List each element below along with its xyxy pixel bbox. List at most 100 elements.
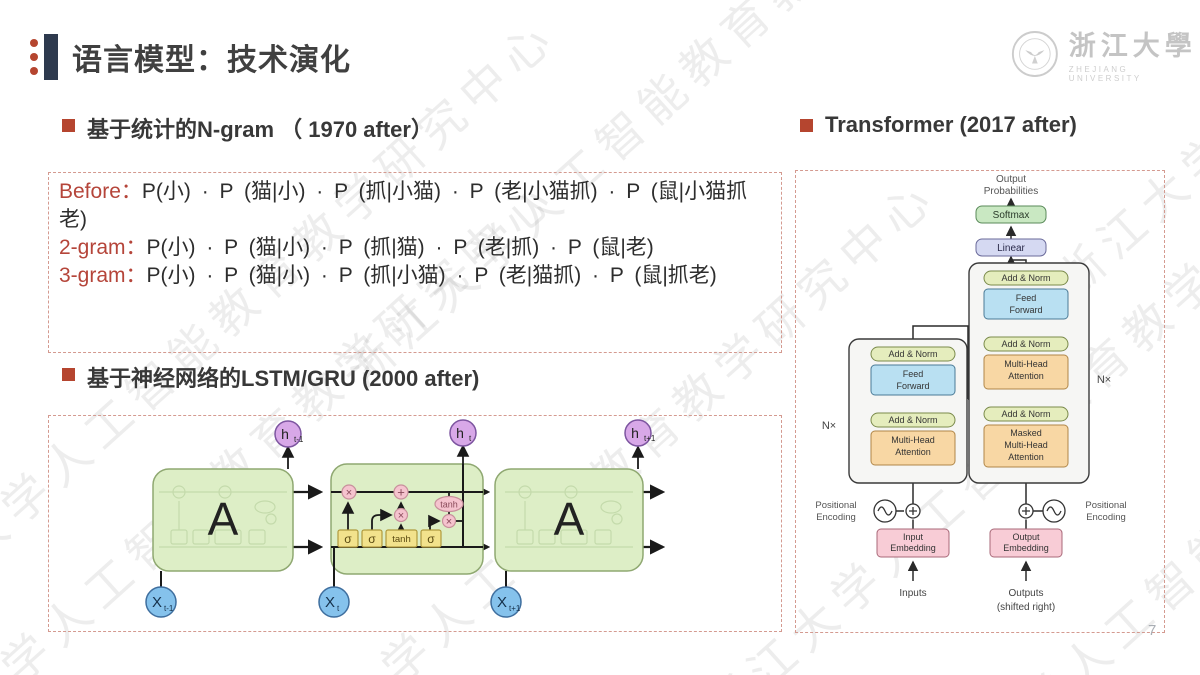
university-name: 浙江大學 ZHEJIANG UNIVERSITY xyxy=(1069,24,1200,83)
sine-plus-glyphs xyxy=(877,506,1062,516)
multi-head-attention-label: Multi-Head xyxy=(891,435,935,445)
add-norm-box xyxy=(983,336,1069,352)
h-sub: t-1 xyxy=(294,435,304,444)
lstm-flow-arrows xyxy=(293,484,666,555)
feed-forward-label: Forward xyxy=(1009,305,1042,315)
op-multiply: × xyxy=(398,510,404,522)
op-tanh: tanh xyxy=(440,500,458,510)
lstm-pointwise-ops xyxy=(341,484,464,529)
add-norm-label: Add & Norm xyxy=(888,415,937,425)
feed-forward-label: Feed xyxy=(903,369,924,379)
op-multiply: × xyxy=(446,516,452,528)
multi-head-attention-label: Multi-Head xyxy=(1004,359,1048,369)
linear-label: Linear xyxy=(997,243,1025,254)
add-norm-label: Add & Norm xyxy=(1001,339,1050,349)
inputs-label: Inputs xyxy=(899,588,926,599)
university-seal-icon xyxy=(1011,30,1058,77)
input-embedding-label: Input xyxy=(903,532,924,542)
h-sub: t xyxy=(469,434,472,443)
x-sub: t xyxy=(337,604,340,613)
ngram-row: 3-gram：P(小) · P (猫|小) · P (抓|小猫) · P (老|… xyxy=(59,262,771,290)
ngram-row-label: 2-gram： xyxy=(59,236,147,259)
x-label: X xyxy=(497,594,507,611)
masked-multi-head-attention-box xyxy=(983,424,1069,468)
lstm-diagram: A A xyxy=(145,419,666,618)
feed-forward-label: Feed xyxy=(1016,293,1037,303)
n-times-label: N× xyxy=(822,420,836,432)
x-sub: t-1 xyxy=(164,604,174,613)
ngram-formula-box: Before：P(小) · P (猫|小) · P (抓|小猫) · P (老|… xyxy=(48,172,782,353)
output-probabilities-label: Probabilities xyxy=(984,186,1038,197)
linear-box xyxy=(975,238,1047,257)
op-add: + xyxy=(397,485,405,500)
positional-encoding-label: Positional xyxy=(815,500,856,511)
lstm-gates xyxy=(337,529,442,548)
gate-tanh: tanh xyxy=(392,534,411,545)
ngram-row: Before：P(小) · P (猫|小) · P (抓|小猫) · P (老|… xyxy=(59,178,771,234)
title-decoration xyxy=(30,34,58,80)
bullet-square-icon xyxy=(62,119,75,132)
masked-mha-label: Attention xyxy=(1008,452,1044,462)
transformer-diagram: Output Probabilities Softmax Linear Add … xyxy=(815,174,1126,613)
h-label: h xyxy=(631,425,639,441)
ngram-row-label: Before： xyxy=(59,180,142,203)
lstm-cell-label: A xyxy=(554,493,585,545)
multi-head-attention-label: Attention xyxy=(1008,371,1044,381)
section-heading-lstm: 基于神经网络的LSTM/GRU (2000 after) xyxy=(62,361,479,393)
x-label: X xyxy=(152,594,162,611)
masked-mha-label: Masked xyxy=(1010,428,1042,438)
ngram-row-formula: P(小) · P (猫|小) · P (抓|猫) · P (老|抓) · P (… xyxy=(146,236,654,259)
output-embedding-label: Embedding xyxy=(1003,543,1049,553)
op-multiply: × xyxy=(346,487,352,499)
gate-sigma: σ xyxy=(344,532,352,546)
section-heading-ngram: 基于统计的N-gram （ 1970 after） xyxy=(62,112,433,144)
lstm-diagram-box: A A xyxy=(48,415,782,632)
add-norm-box xyxy=(870,412,956,428)
add-norm-label: Add & Norm xyxy=(1001,273,1050,283)
ngram-row-formula: P(小) · P (猫|小) · P (抓|小猫) · P (老|小猫抓) · … xyxy=(59,180,748,231)
softmax-box xyxy=(975,205,1047,224)
ngram-row-formula: P(小) · P (猫|小) · P (抓|小猫) · P (老|猫抓) · P… xyxy=(146,264,717,287)
multi-head-attention-label: Attention xyxy=(895,447,931,457)
gate-sigma: σ xyxy=(368,532,376,546)
page-title: 语言模型：技术演化 xyxy=(72,44,351,77)
university-name-en: ZHEJIANG UNIVERSITY xyxy=(1068,65,1142,83)
lstm-cell-label: A xyxy=(208,493,239,545)
h-label: h xyxy=(456,425,464,441)
transformer-diagram-box: Output Probabilities Softmax Linear Add … xyxy=(795,170,1165,633)
title-block: 语言模型：技术演化 xyxy=(30,34,351,80)
university-name-cn: 浙江大學 xyxy=(1068,31,1197,61)
section-heading-text: 基于统计的N-gram （ 1970 after） xyxy=(87,117,433,142)
add-norm-box xyxy=(870,346,956,362)
bullet-square-icon xyxy=(800,119,813,132)
positional-encoding-label: Positional xyxy=(1085,500,1126,511)
output-probabilities-label: Output xyxy=(996,174,1026,185)
positional-encoding-label: Encoding xyxy=(1086,512,1126,523)
output-embedding-box xyxy=(989,528,1063,558)
feed-forward-box xyxy=(983,288,1069,320)
feed-forward-box xyxy=(870,364,956,396)
masked-mha-label: Multi-Head xyxy=(1004,440,1048,450)
outputs-label: Outputs xyxy=(1008,588,1043,599)
add-norm-box xyxy=(983,270,1069,286)
add-norm-box xyxy=(983,406,1069,422)
multi-head-attention-box xyxy=(870,430,956,466)
n-times-label: N× xyxy=(1097,374,1111,386)
university-logo: 浙江大學 ZHEJIANG UNIVERSITY xyxy=(1010,24,1200,83)
output-embedding-label: Output xyxy=(1012,532,1040,542)
add-norm-label: Add & Norm xyxy=(888,349,937,359)
lstm-x-circles xyxy=(145,586,522,618)
multi-head-attention-box xyxy=(983,354,1069,390)
lstm-h-circles xyxy=(274,419,652,448)
positional-encoding-label: Encoding xyxy=(816,512,856,523)
section-heading-transformer: Transformer (2017 after) xyxy=(800,112,1077,138)
h-label: h xyxy=(281,426,289,442)
x-label: X xyxy=(325,594,335,611)
page-number: 7 xyxy=(1148,622,1157,639)
feed-forward-label: Forward xyxy=(896,381,929,391)
title-bar-icon xyxy=(44,34,58,80)
gate-sigma: σ xyxy=(427,532,435,546)
softmax-label: Softmax xyxy=(993,210,1030,221)
title-dots-icon xyxy=(30,39,38,75)
